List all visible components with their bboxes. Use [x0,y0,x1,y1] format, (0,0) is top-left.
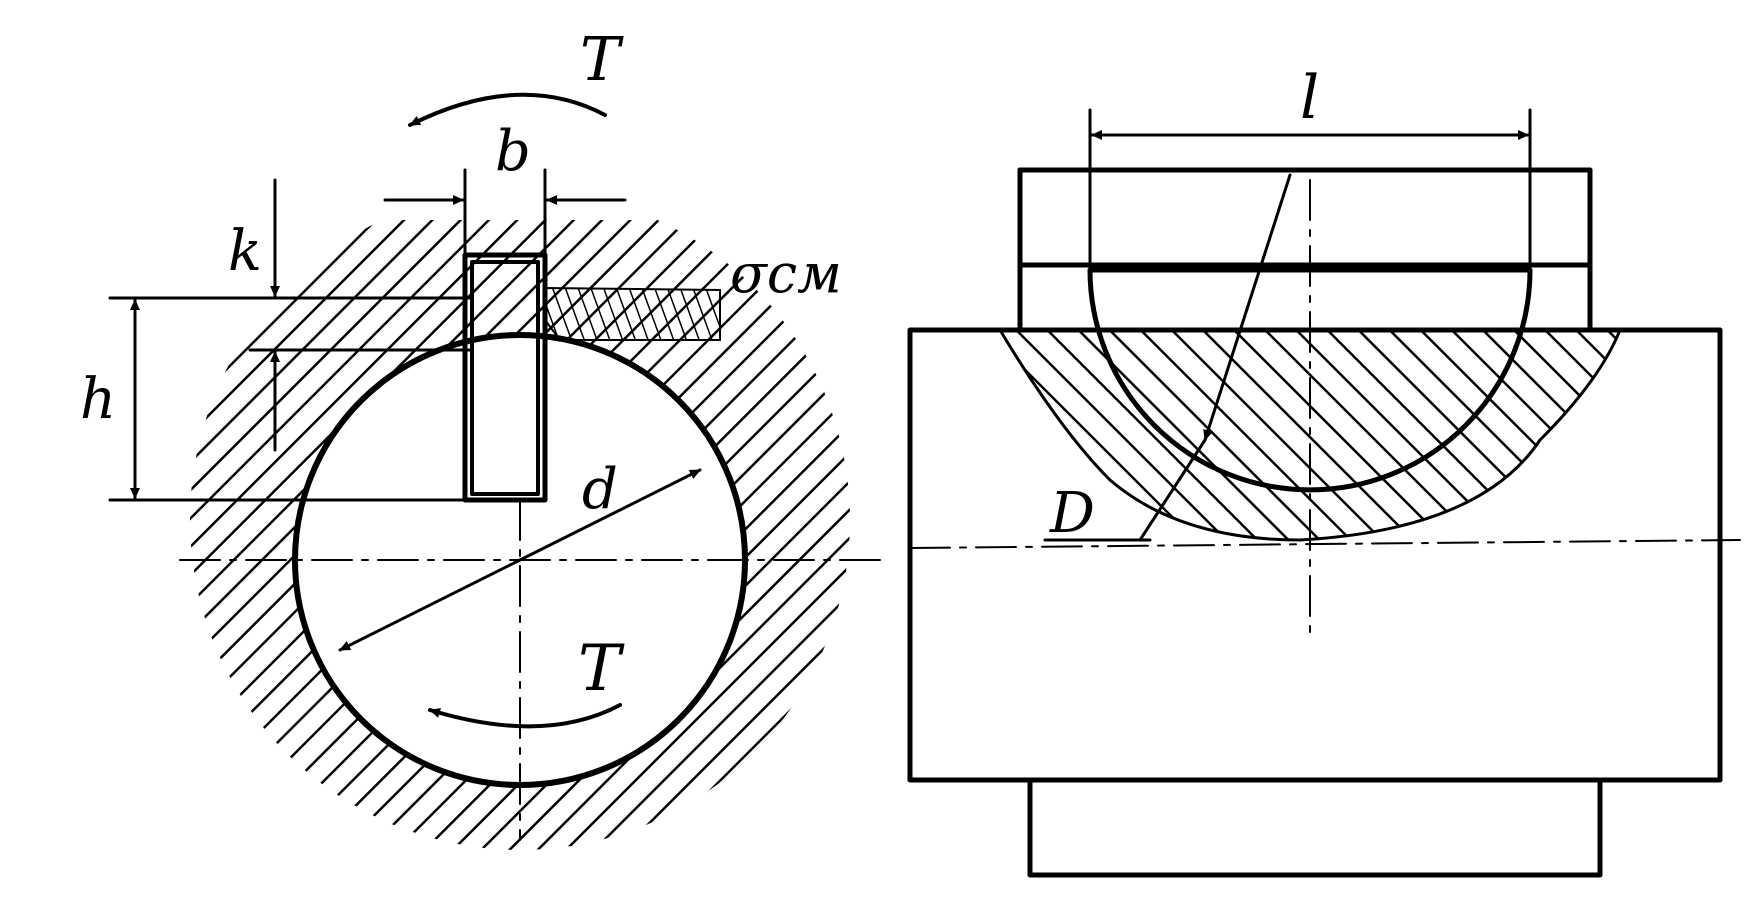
torque-label-top: T [580,25,624,95]
segment-diameter-label: D [1049,481,1095,546]
bearing-stress-diagram [544,286,721,341]
key [470,260,540,496]
key-length-label: l [1300,63,1319,133]
hub-top [1017,167,1593,268]
key-width-label: b [495,119,531,184]
bearing-stress-label: σсм [730,242,842,305]
torque-label-shaft: T [578,632,625,706]
shaft-diameter-label: d [582,457,618,522]
hub-bottom [1027,777,1603,878]
cross-section-view [108,92,881,850]
longitudinal-view [907,108,1741,878]
keyway [462,252,548,503]
segment-key [1087,267,1533,493]
key-height-label: h [80,367,116,432]
depth-k-label: k [228,219,262,284]
